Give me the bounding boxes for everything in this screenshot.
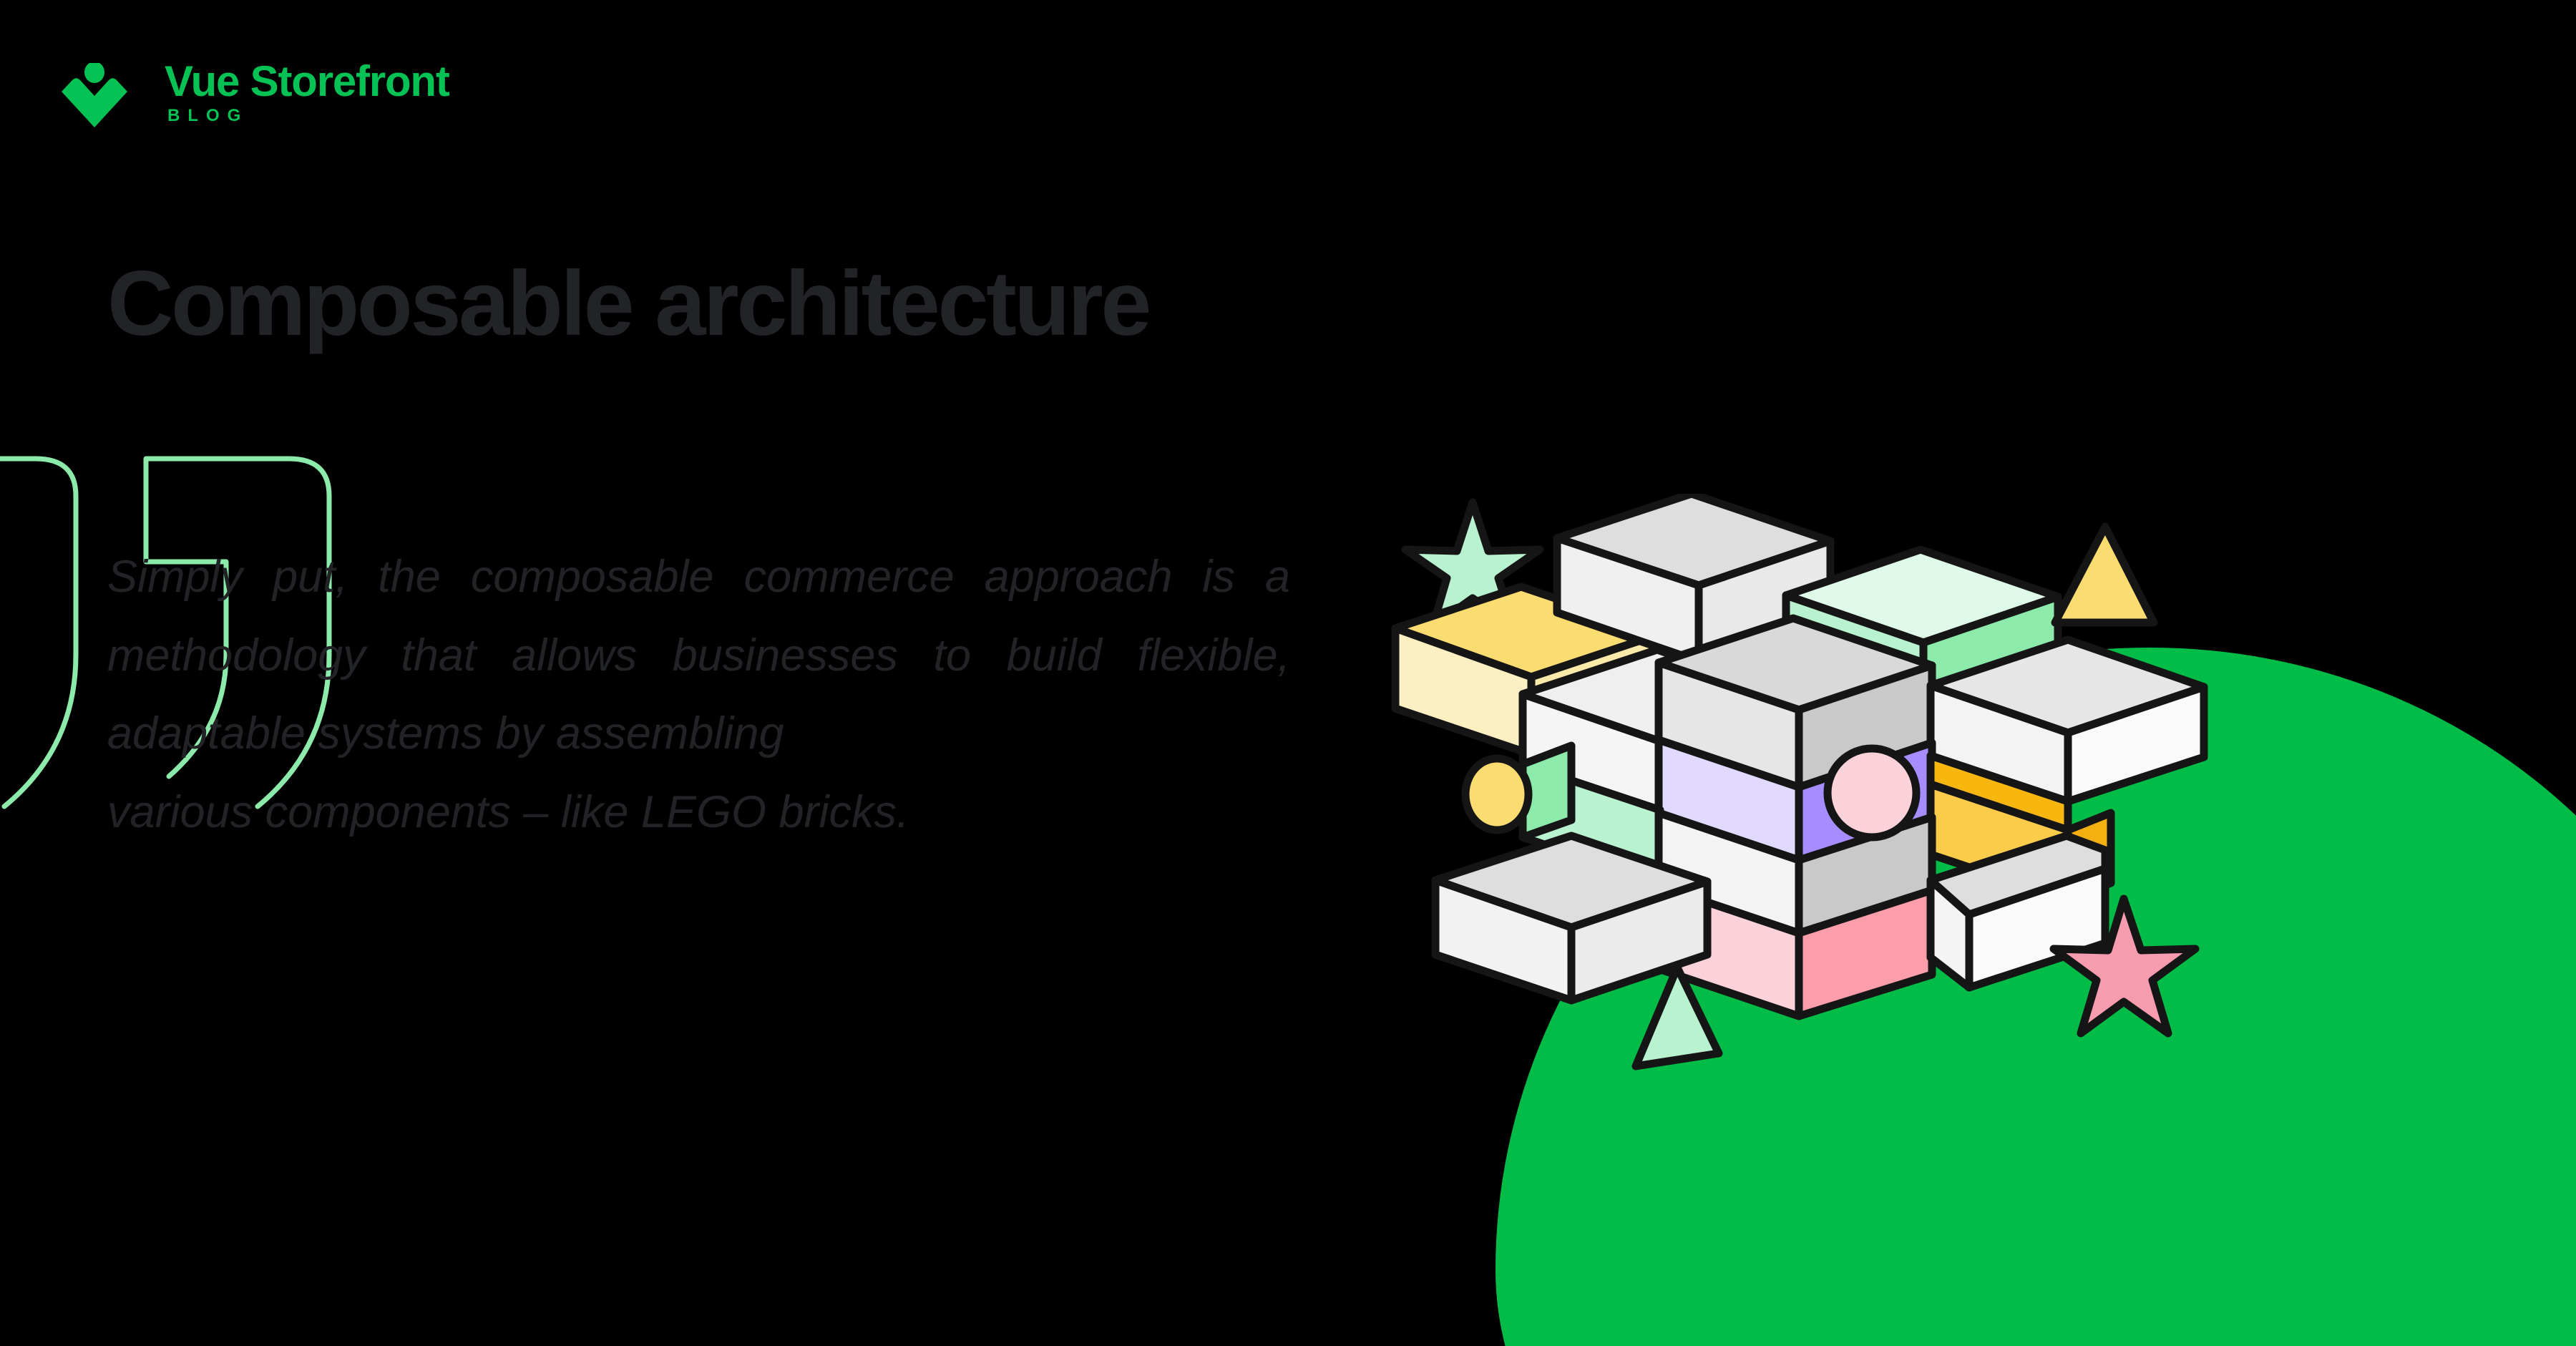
central-column-top-cap [1654, 614, 1936, 791]
bottom-right-white-brick [1926, 832, 2109, 992]
hero-quote-body: Simply put, the composable commerce appr… [107, 552, 1290, 759]
yellow-circle-dot [1461, 754, 1533, 834]
bottom-left-white-brick [1431, 832, 1712, 1005]
vue-storefront-chevron-person-icon [59, 62, 130, 131]
pink-star-shape [2049, 894, 2200, 1038]
logo-wordmark: Vue Storefront [165, 57, 450, 105]
mint-star-shape [1401, 498, 1544, 631]
hero-quote-last-line: various components – like LEGO bricks. [107, 786, 909, 837]
site-logo[interactable]: Vue Storefront BLOG [59, 56, 459, 135]
yellow-triangle-shape [2051, 522, 2158, 627]
hero-quote: Simply put, the composable commerce appr… [107, 538, 1290, 852]
pink-circle-dot [1823, 744, 1921, 842]
mint-triangle-shape [1631, 963, 1723, 1071]
page-title: Composable architecture [107, 253, 1151, 355]
isometric-lego-blocks-illustration [1388, 489, 2419, 1295]
logo-sub-wordmark: BLOG [167, 106, 249, 125]
